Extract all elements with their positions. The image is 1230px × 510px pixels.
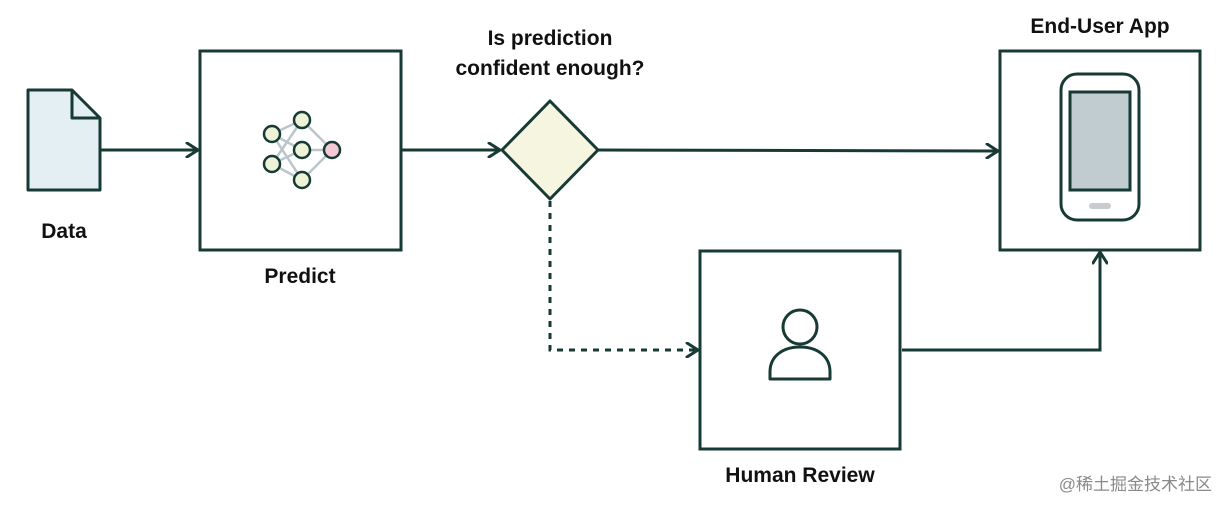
person-icon [768,308,832,381]
decision-question-line-1: Is prediction [487,27,613,50]
decision-question-line-2: confident enough? [455,57,645,80]
arrow-decision-to-review [548,201,698,350]
arrow-decision-to-app [597,150,998,151]
data-label: Data [41,220,87,243]
decision-question-label: Is prediction confident enough? [420,24,680,84]
human-review-label: Human Review [725,464,875,487]
arrow-review-to-app [902,252,1100,352]
predict-label: Predict [264,265,336,288]
decision-diamond [500,99,600,201]
neural-network-icon [262,110,342,190]
end-user-app-label: End-User App [1030,15,1170,38]
watermark: @稀土掘金技术社区 [1058,475,1212,494]
document-icon [26,88,102,192]
smartphone-icon [1059,72,1141,222]
